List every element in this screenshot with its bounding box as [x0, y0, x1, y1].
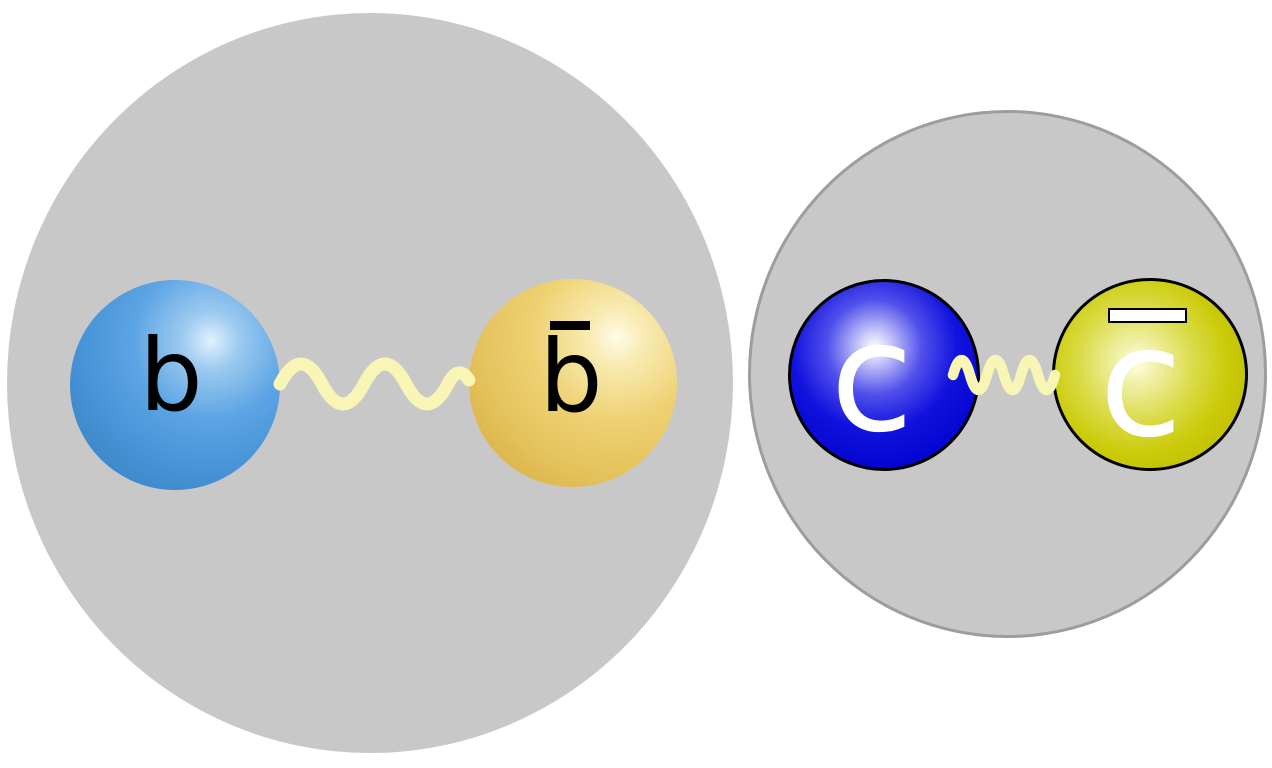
bottom-antiquark-label: b [539, 318, 603, 435]
charm-antiquark-overbar [1108, 308, 1187, 323]
charm-antiquark-label: c [1099, 293, 1183, 471]
bottom-quark-sphere: b [70, 280, 280, 490]
bottom-antiquark-overbar [550, 321, 590, 330]
charm-quark-sphere: c [788, 279, 980, 471]
bottom-antiquark-sphere: b [469, 279, 677, 487]
charm-antiquark-sphere: c [1052, 278, 1248, 471]
bottom-quark-label: b [139, 317, 203, 434]
charm-quark-label: c [830, 289, 914, 466]
